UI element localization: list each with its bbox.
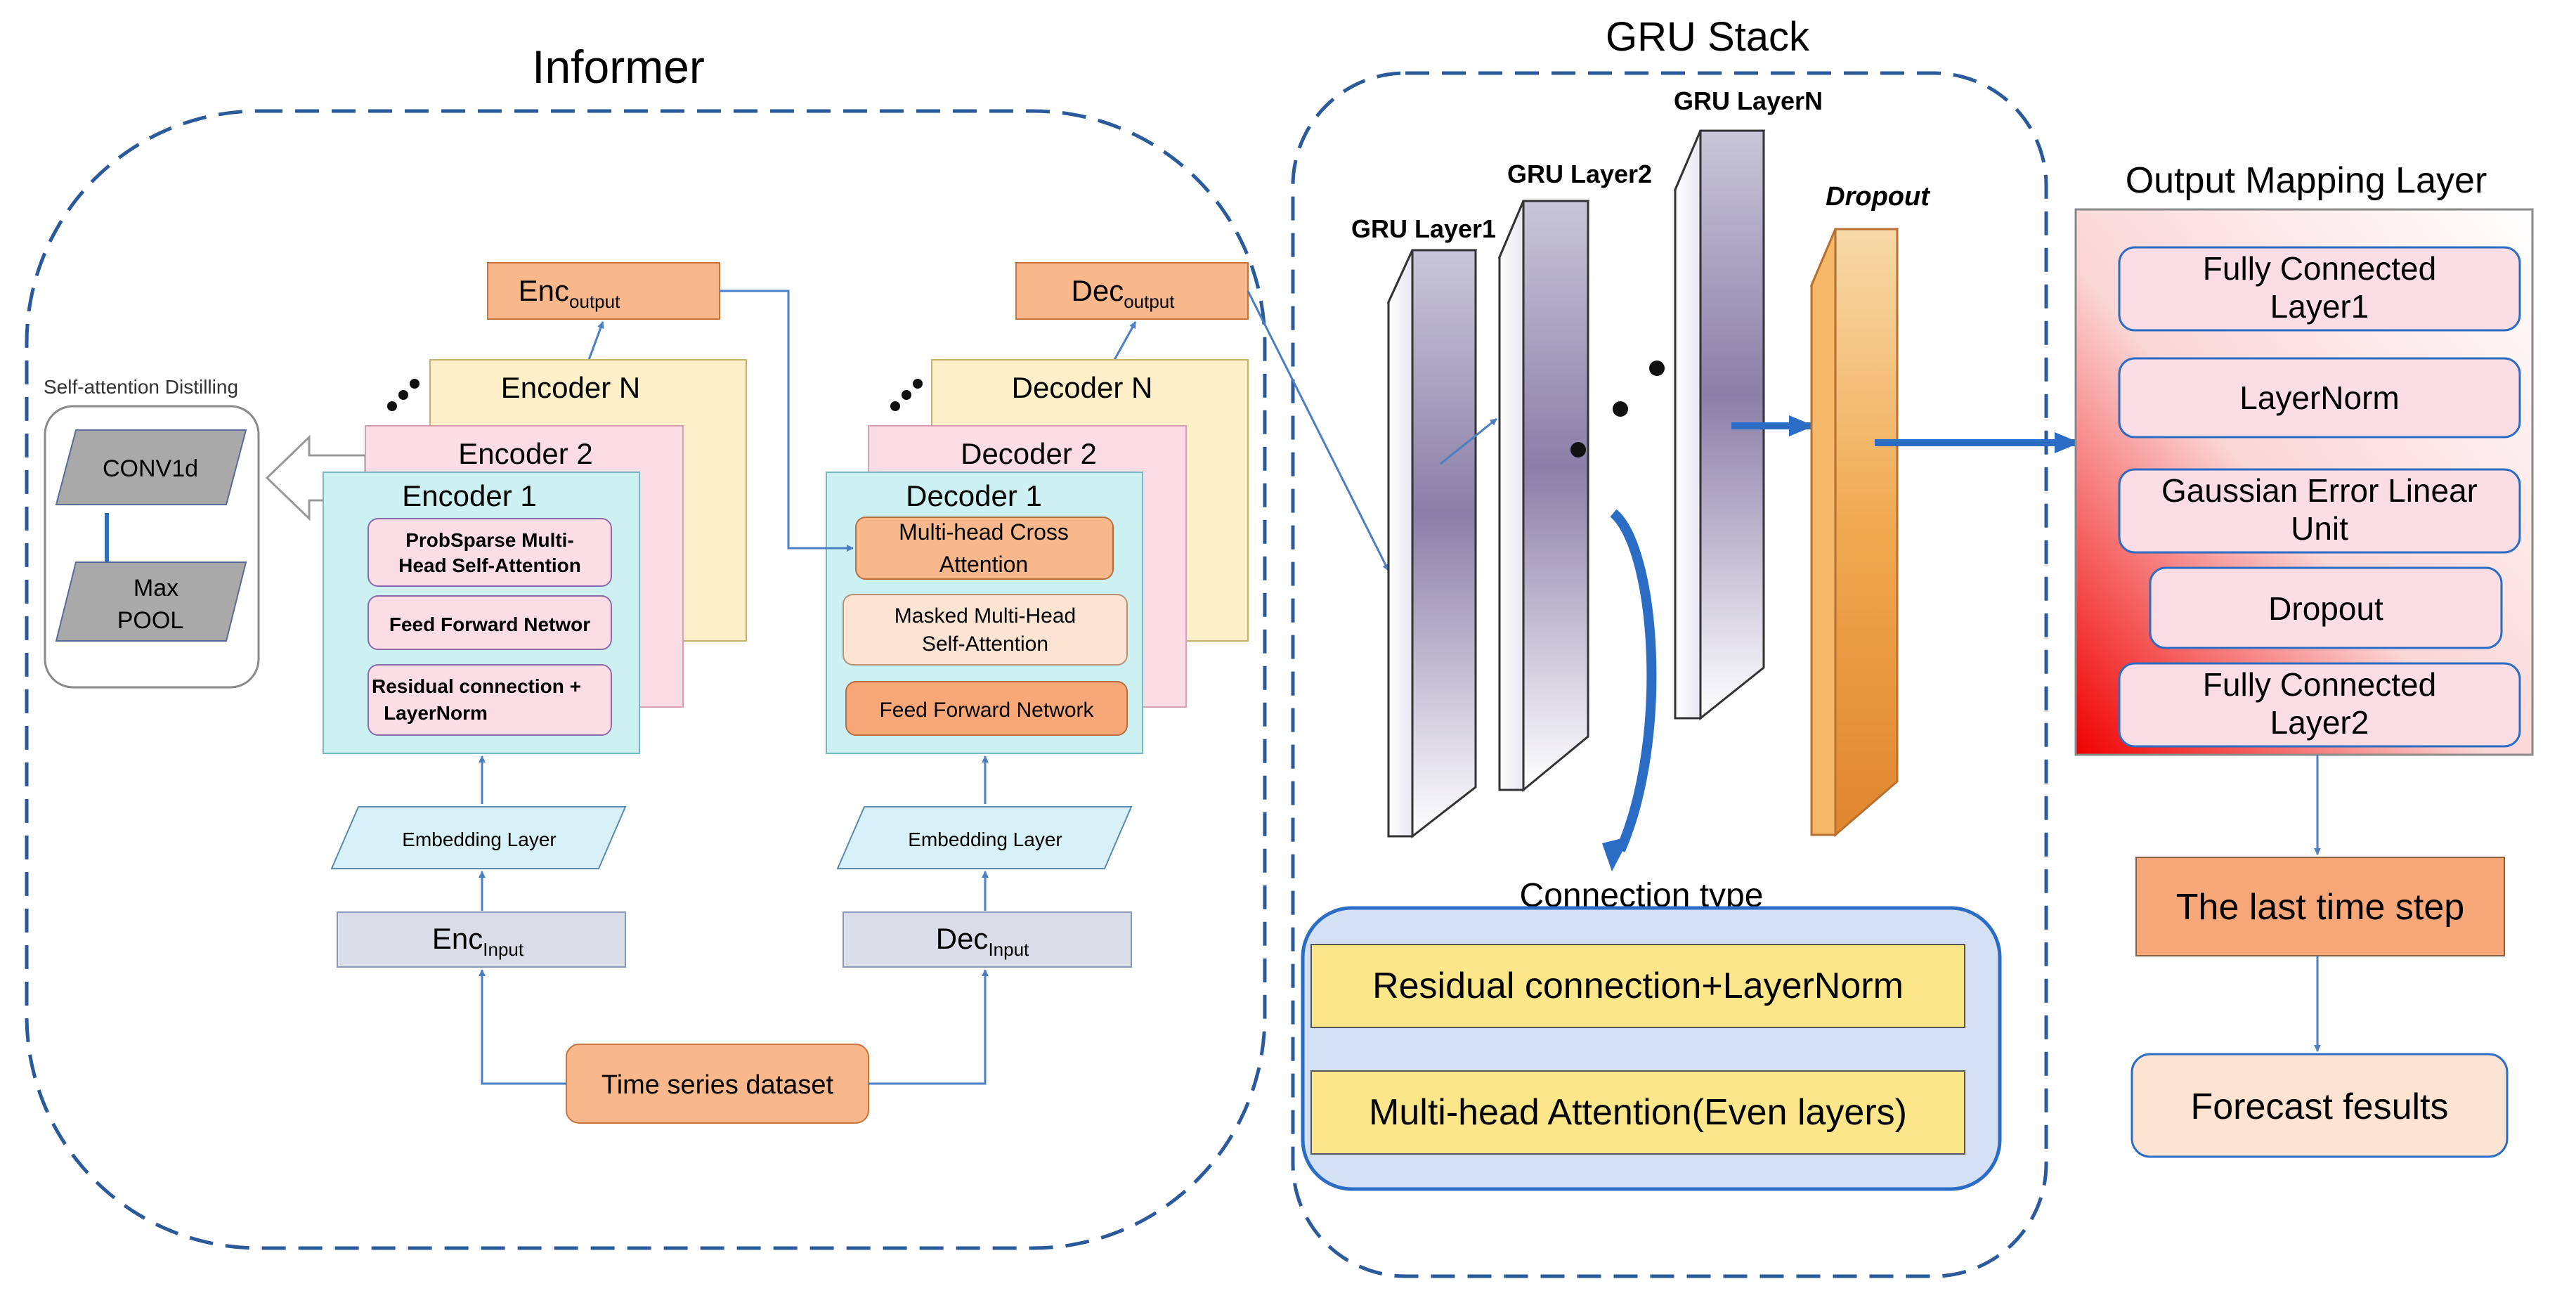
probsparse-label-1: ProbSparse Multi-	[405, 529, 574, 551]
gelu-label-2: Unit	[2291, 510, 2348, 547]
decoder-ellipsis-dot	[890, 401, 900, 411]
encoder-output-box	[487, 262, 720, 320]
encoder-output-label: Encoutput	[519, 274, 620, 312]
dropout-label: Dropout	[1826, 182, 1930, 212]
enc-to-cross-attention-arrow	[720, 290, 854, 552]
gru-ellipsis-dot	[1570, 442, 1586, 457]
forecast-results-label: Forecast fesults	[2190, 1086, 2448, 1127]
encoder-ellipsis-dot	[387, 401, 397, 411]
probsparse-attention-block	[367, 518, 612, 587]
fc-layer1-label-1: Fully Connected	[2203, 250, 2436, 287]
gru-layer2-label: GRU Layer2	[1507, 160, 1652, 188]
decoder-input-box	[843, 911, 1132, 968]
connection-curve-arrow	[1610, 509, 1657, 852]
last-time-step-box	[2135, 857, 2505, 956]
last-time-step-label: The last time step	[2176, 887, 2464, 928]
decoder-2-label: Decoder 2	[961, 437, 1097, 470]
connection-attention-box	[1310, 1070, 1965, 1155]
decoder-n-label: Decoder N	[1012, 371, 1153, 404]
decoder-1-label: Decoder 1	[906, 479, 1042, 512]
residual-label-1: Residual connection +	[372, 675, 581, 697]
fc-layer2-box	[2118, 662, 2521, 748]
decoder-input-label: DecInput	[936, 922, 1029, 960]
encoder-embedding-box	[330, 806, 627, 869]
gru-layer2-side	[1522, 200, 1589, 793]
probsparse-label-2: Head Self-Attention	[398, 554, 581, 576]
layernorm-label: LayerNorm	[2239, 379, 2400, 416]
connection-attention-label: Multi-head Attention(Even layers)	[1369, 1092, 1907, 1133]
gru-layer1-front	[1387, 249, 1414, 838]
encoder-ellipsis-dot	[410, 379, 419, 389]
connection-curve-arrowhead	[1602, 836, 1630, 871]
gru-layer1-side	[1411, 249, 1477, 839]
conv1d-box	[55, 429, 247, 505]
distilling-title: Self-attention Distilling	[44, 376, 238, 398]
gru1-to-gru2-arrow	[1440, 417, 1497, 465]
gru-layern-front	[1674, 130, 1702, 720]
decoder-output-box	[1015, 262, 1249, 320]
gru-layer1-label: GRU Layer1	[1351, 214, 1496, 243]
maxpool-box	[55, 562, 247, 642]
decoder-ffn-block	[845, 681, 1128, 736]
gru-ellipsis-dot	[1649, 361, 1665, 376]
conv1d-label: CONV1d	[103, 455, 198, 482]
output-mapping-title: Output Mapping Layer	[2126, 160, 2487, 201]
cross-attention-block	[855, 517, 1114, 580]
dataset-to-dec-input-arrow	[869, 969, 989, 1085]
dataset-to-enc-input-arrow	[479, 969, 566, 1085]
cross-attention-label-1: Multi-head Cross	[899, 519, 1069, 545]
encoder-input-box	[337, 911, 626, 968]
forecast-results-box	[2131, 1053, 2509, 1158]
fc-layer1-box	[2118, 246, 2521, 332]
decoder-to-gru-arrow	[1247, 290, 1390, 571]
encoder-2-label: Encoder 2	[458, 437, 592, 470]
residual-label-2: LayerNorm	[384, 702, 488, 724]
decoder-ellipsis-dot	[913, 379, 923, 389]
gru-stack-title: GRU Stack	[1606, 14, 1810, 60]
encoder-1-label: Encoder 1	[402, 479, 536, 512]
masked-attention-block	[843, 594, 1128, 666]
gru-stack-dashed-frame	[1291, 71, 2048, 1278]
cross-attention-label-2: Attention	[939, 552, 1028, 577]
fc-layer2-label-1: Fully Connected	[2203, 666, 2436, 703]
dropout-front	[1810, 228, 1837, 836]
fc-layer1-label-2: Layer1	[2270, 288, 2369, 325]
decoder-output-arrow	[1113, 321, 1137, 361]
encoder-ffn-block	[367, 595, 612, 650]
encoder-input-label: EncInput	[432, 922, 524, 960]
gelu-box	[2118, 468, 2521, 554]
decoder-output-label: Decoutput	[1072, 274, 1176, 312]
gelu-label-1: Gaussian Error Linear	[2161, 472, 2478, 509]
encoder-ellipsis-dot	[398, 390, 408, 400]
informer-dashed-frame	[25, 109, 1267, 1250]
residual-layernorm-block	[367, 664, 612, 736]
decoder-ffn-label: Feed Forward Network	[879, 699, 1094, 722]
connection-residual-label: Residual connection+LayerNorm	[1372, 966, 1904, 1006]
encoder-n-label: Encoder N	[501, 371, 640, 404]
maxpool-label-2: POOL	[117, 607, 183, 634]
encoder-ffn-label: Feed Forward Networ	[389, 614, 590, 635]
decoder-embedding-box	[836, 806, 1133, 869]
dropout-side	[1834, 228, 1899, 838]
maxpool-label-1: Max	[134, 575, 178, 602]
masked-attention-label-1: Masked Multi-Head	[895, 604, 1076, 628]
connection-residual-box	[1310, 944, 1965, 1028]
output-dropout-label: Dropout	[2268, 590, 2383, 627]
output-dropout-box	[2149, 566, 2503, 649]
time-series-dataset-label: Time series dataset	[601, 1070, 834, 1100]
gru-ellipsis-dot	[1613, 401, 1628, 417]
decoder-ellipsis-dot	[902, 390, 911, 400]
encoder-embedding-label: Embedding Layer	[402, 829, 556, 850]
gru-layer2-front	[1498, 200, 1525, 791]
encoder-output-arrow	[587, 321, 604, 361]
informer-title: Informer	[532, 41, 705, 93]
fc-layer2-label-2: Layer2	[2270, 704, 2369, 741]
gru-layern-label: GRU LayerN	[1674, 86, 1823, 115]
masked-attention-label-2: Self-Attention	[922, 632, 1048, 656]
decoder-embedding-label: Embedding Layer	[908, 829, 1062, 850]
layernorm-box	[2118, 357, 2521, 439]
